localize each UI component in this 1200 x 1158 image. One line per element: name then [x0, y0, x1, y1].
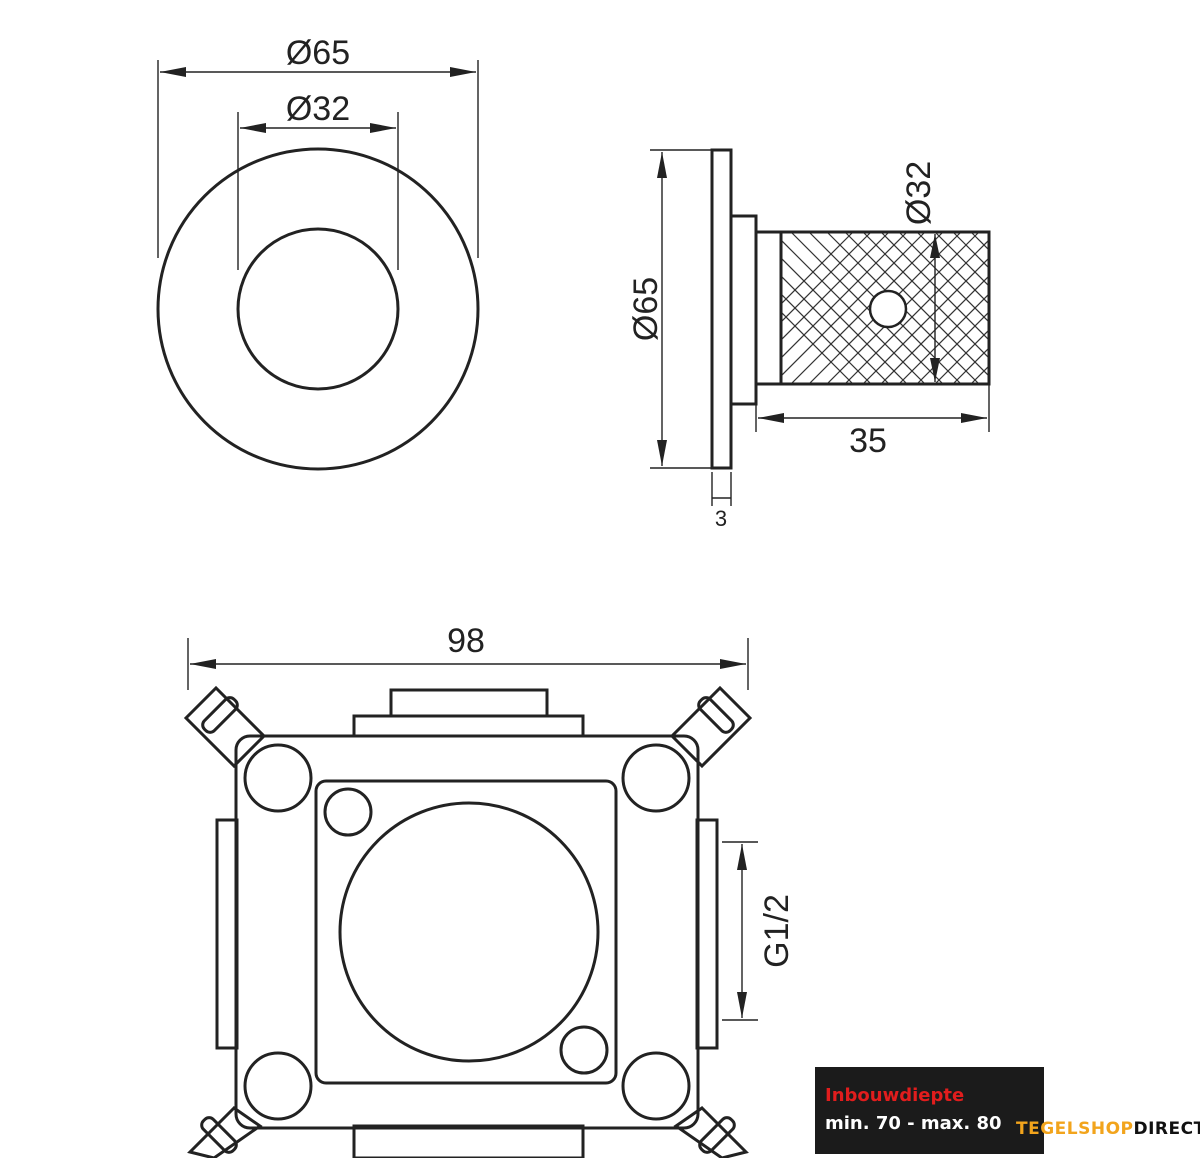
box-mounting-ear-top-right [669, 685, 753, 769]
box-right-port [695, 818, 719, 1050]
box-width-label: 98 [447, 622, 485, 660]
knurl-pattern [781, 232, 989, 384]
box-inner-screw-bottom-right [559, 1025, 609, 1075]
front-inner-diameter-label: Ø32 [286, 90, 350, 128]
side-wall-plate [710, 148, 733, 470]
box-top-port-flange [352, 714, 585, 738]
side-plate-thickness-label: 3 [715, 506, 727, 531]
box-corner-boss-bottom-right [621, 1051, 691, 1121]
box-inner-screw-top-left [323, 787, 373, 837]
box-top-port-outer [389, 688, 549, 718]
front-inner-knob [236, 227, 400, 391]
knob-indicator-hole [868, 289, 908, 329]
brand-logo: TEGELSHOPDIRECT [1016, 1119, 1200, 1139]
box-corner-boss-bottom-left [243, 1051, 313, 1121]
side-view: Ø65 Ø32 35 3 [627, 148, 991, 531]
side-collar [729, 214, 758, 406]
box-body [234, 734, 700, 1130]
box-bottom-port [352, 1124, 585, 1158]
box-thread-label: G1/2 [758, 894, 796, 968]
front-outer-diameter-label: Ø65 [286, 34, 350, 72]
front-outer-rosette [156, 147, 480, 471]
box-mounting-ear-bottom-left [187, 1106, 263, 1158]
box-corner-boss-top-right [621, 743, 691, 813]
badge-depth-range: min. 70 - max. 80 [825, 1113, 1002, 1134]
box-left-port [215, 818, 239, 1050]
front-view: Ø65 Ø32 [156, 34, 480, 471]
side-knob-length-label: 35 [849, 422, 887, 460]
side-knurled-knob [779, 230, 991, 386]
brand-logo-part-a: TEGELSHOP [1016, 1119, 1134, 1139]
box-corner-boss-top-left [243, 743, 313, 813]
badge-title: Inbouwdiepte [825, 1085, 965, 1106]
box-inner-recess [314, 779, 618, 1085]
box-mounting-ear-top-left [183, 685, 267, 769]
box-mounting-ear-bottom-right [673, 1106, 749, 1158]
side-neck [754, 230, 783, 386]
side-plate-diameter-label: Ø65 [627, 277, 665, 341]
box-center-opening [338, 801, 600, 1063]
installation-depth-badge: Inbouwdiepte min. 70 - max. 80 [815, 1067, 1044, 1154]
side-knob-diameter-label: Ø32 [900, 161, 938, 225]
box-view: 98 [183, 622, 796, 1158]
brand-logo-part-b: DIRECT [1133, 1119, 1200, 1139]
